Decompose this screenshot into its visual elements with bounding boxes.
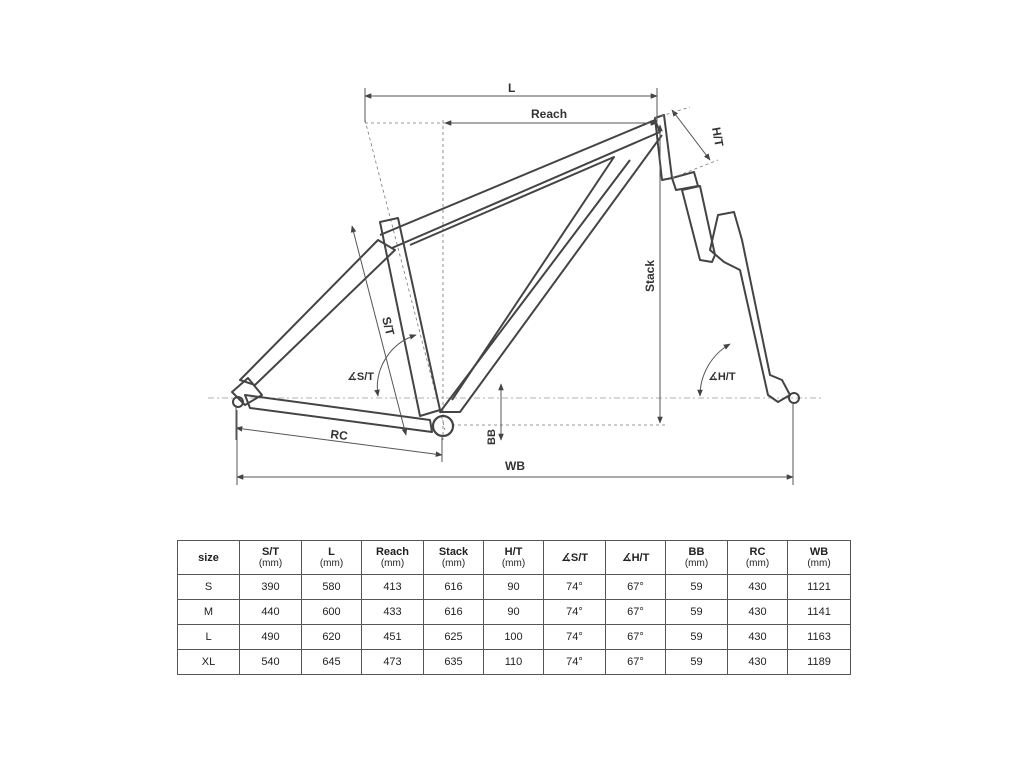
table-cell: 620 bbox=[301, 624, 362, 650]
table-cell: XL bbox=[177, 649, 240, 675]
column-header-unit: (mm) bbox=[501, 557, 526, 569]
column-header-name: WB bbox=[809, 545, 829, 558]
table-cell: 1121 bbox=[787, 574, 851, 600]
table-cell: 430 bbox=[727, 649, 788, 675]
table-cell: 67° bbox=[605, 574, 666, 600]
table-cell: 390 bbox=[239, 574, 302, 600]
table-cell: 110 bbox=[483, 649, 544, 675]
table-cell: 59 bbox=[665, 649, 728, 675]
table-cell: 67° bbox=[605, 649, 666, 675]
table-cell: 1189 bbox=[787, 649, 851, 675]
column-header-name: H/T bbox=[504, 545, 523, 558]
column-header: size bbox=[177, 540, 240, 575]
column-header-unit: (mm) bbox=[319, 557, 344, 569]
bike-frame bbox=[231, 114, 673, 438]
table-cell: 490 bbox=[239, 624, 302, 650]
column-header: L(mm) bbox=[301, 540, 362, 575]
column-header-unit: (mm) bbox=[807, 557, 831, 569]
ht-angle-arc bbox=[697, 343, 731, 397]
table-cell: 1141 bbox=[787, 599, 851, 625]
table-cell: 90 bbox=[483, 599, 544, 625]
column-header: ∡H/T bbox=[605, 540, 666, 575]
table-cell: 616 bbox=[423, 574, 484, 600]
table-cell: 1163 bbox=[787, 624, 851, 650]
column-header: Stack(mm) bbox=[423, 540, 484, 575]
table-cell: 100 bbox=[483, 624, 544, 650]
column-header-name: ∡S/T bbox=[561, 551, 588, 564]
table-cell: 90 bbox=[483, 574, 544, 600]
table-cell: 600 bbox=[301, 599, 362, 625]
table-cell: 473 bbox=[361, 649, 424, 675]
table-cell: 430 bbox=[727, 599, 788, 625]
table-cell: 59 bbox=[665, 624, 728, 650]
column-header: ∡S/T bbox=[543, 540, 606, 575]
bb-label: BB bbox=[486, 429, 498, 445]
column-header: S/T(mm) bbox=[239, 540, 302, 575]
table-cell: 440 bbox=[239, 599, 302, 625]
column-header-name: Reach bbox=[375, 545, 410, 558]
column-header-name: S/T bbox=[261, 545, 280, 558]
st-angle-label: ∡S/T bbox=[347, 371, 374, 383]
ht-angle-label: ∡H/T bbox=[708, 371, 736, 383]
st-angle-arc bbox=[374, 334, 417, 397]
ht-dimension-line bbox=[671, 109, 711, 161]
column-header: Reach(mm) bbox=[361, 540, 424, 575]
column-header: RC(mm) bbox=[727, 540, 788, 575]
table-cell: 580 bbox=[301, 574, 362, 600]
column-header-name: RC bbox=[749, 545, 766, 558]
table-cell: 645 bbox=[301, 649, 362, 675]
table-cell: 540 bbox=[239, 649, 302, 675]
column-header-name: size bbox=[198, 551, 219, 564]
ht-label: H/T bbox=[709, 126, 726, 148]
rc-label: RC bbox=[330, 427, 349, 443]
table-cell: 74° bbox=[543, 649, 606, 675]
table-cell: 67° bbox=[605, 624, 666, 650]
table-cell: 430 bbox=[727, 624, 788, 650]
frame-geometry-diagram: H/T L Reach Stack S/T ∡S/T ∡H/T BB RC WB bbox=[208, 81, 822, 485]
column-header-unit: (mm) bbox=[441, 557, 466, 569]
column-header: WB(mm) bbox=[787, 540, 851, 575]
table-cell: 433 bbox=[361, 599, 424, 625]
st-label: S/T bbox=[379, 315, 397, 337]
column-header-name: BB bbox=[688, 545, 705, 558]
table-cell: L bbox=[177, 624, 240, 650]
table-cell: 74° bbox=[543, 599, 606, 625]
stack-label: Stack bbox=[643, 260, 657, 292]
rc-dimension-line bbox=[235, 426, 443, 457]
table-cell: 74° bbox=[543, 624, 606, 650]
suspension-fork bbox=[671, 171, 800, 404]
column-header-unit: (mm) bbox=[684, 557, 709, 569]
column-header-unit: (mm) bbox=[745, 557, 770, 569]
st-dimension-line bbox=[350, 225, 408, 436]
table-cell: 430 bbox=[727, 574, 788, 600]
column-header-name: L bbox=[328, 545, 335, 558]
table-cell: M bbox=[177, 599, 240, 625]
column-header-unit: (mm) bbox=[258, 557, 283, 569]
table-cell: 74° bbox=[543, 574, 606, 600]
wb-label: WB bbox=[505, 459, 525, 473]
table-cell: S bbox=[177, 574, 240, 600]
table-cell: 616 bbox=[423, 599, 484, 625]
column-header: BB(mm) bbox=[665, 540, 728, 575]
table-cell: 67° bbox=[605, 599, 666, 625]
seat-tube-extension bbox=[364, 119, 446, 431]
table-cell: 451 bbox=[361, 624, 424, 650]
column-header: H/T(mm) bbox=[483, 540, 544, 575]
table-cell: 635 bbox=[423, 649, 484, 675]
reach-label: Reach bbox=[531, 107, 567, 121]
column-header-name: Stack bbox=[438, 545, 469, 558]
table-cell: 59 bbox=[665, 574, 728, 600]
column-header-name: ∡H/T bbox=[621, 551, 650, 564]
table-cell: 625 bbox=[423, 624, 484, 650]
l-label: L bbox=[508, 81, 515, 95]
table-cell: 413 bbox=[361, 574, 424, 600]
column-header-unit: (mm) bbox=[380, 557, 405, 569]
table-cell: 59 bbox=[665, 599, 728, 625]
